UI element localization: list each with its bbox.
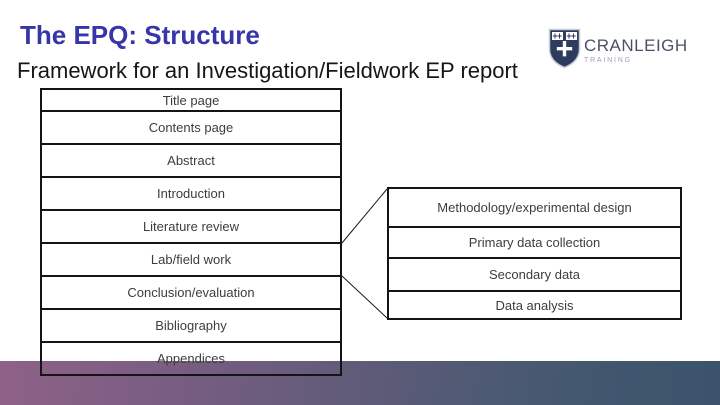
box-contents-page: Contents page <box>40 110 342 145</box>
box-data-analysis: Data analysis <box>387 290 682 320</box>
box-introduction: Introduction <box>40 176 342 211</box>
box-conclusion-evaluation: Conclusion/evaluation <box>40 275 342 310</box>
box-appendices: Appendices <box>40 341 342 376</box>
box-lab-field-work: Lab/field work <box>40 242 342 277</box>
connector-line-bottom <box>341 275 388 319</box>
bottom-gradient-band <box>0 361 720 405</box>
box-secondary-data: Secondary data <box>387 257 682 292</box>
connector-line-top <box>341 188 388 244</box>
logo-tagline: TRAINING <box>584 57 632 64</box>
box-literature-review: Literature review <box>40 209 342 244</box>
logo-text-block: CRANLEIGH TRAINING <box>584 37 688 64</box>
labfield-detail-column: Methodology/experimental design Primary … <box>387 187 682 320</box>
box-primary-data-collection: Primary data collection <box>387 226 682 259</box>
report-structure-column: Title page Contents page Abstract Introd… <box>40 88 342 376</box>
box-abstract: Abstract <box>40 143 342 178</box>
cranleigh-crest-icon <box>548 28 581 69</box>
cranleigh-logo: CRANLEIGH TRAINING <box>548 28 688 69</box>
box-methodology: Methodology/experimental design <box>387 187 682 228</box>
box-title-page: Title page <box>40 88 342 112</box>
slide-subtitle: Framework for an Investigation/Fieldwork… <box>17 58 518 83</box>
logo-wordmark: CRANLEIGH <box>584 36 688 55</box>
slide-title: The EPQ: Structure <box>20 20 260 50</box>
box-bibliography: Bibliography <box>40 308 342 343</box>
